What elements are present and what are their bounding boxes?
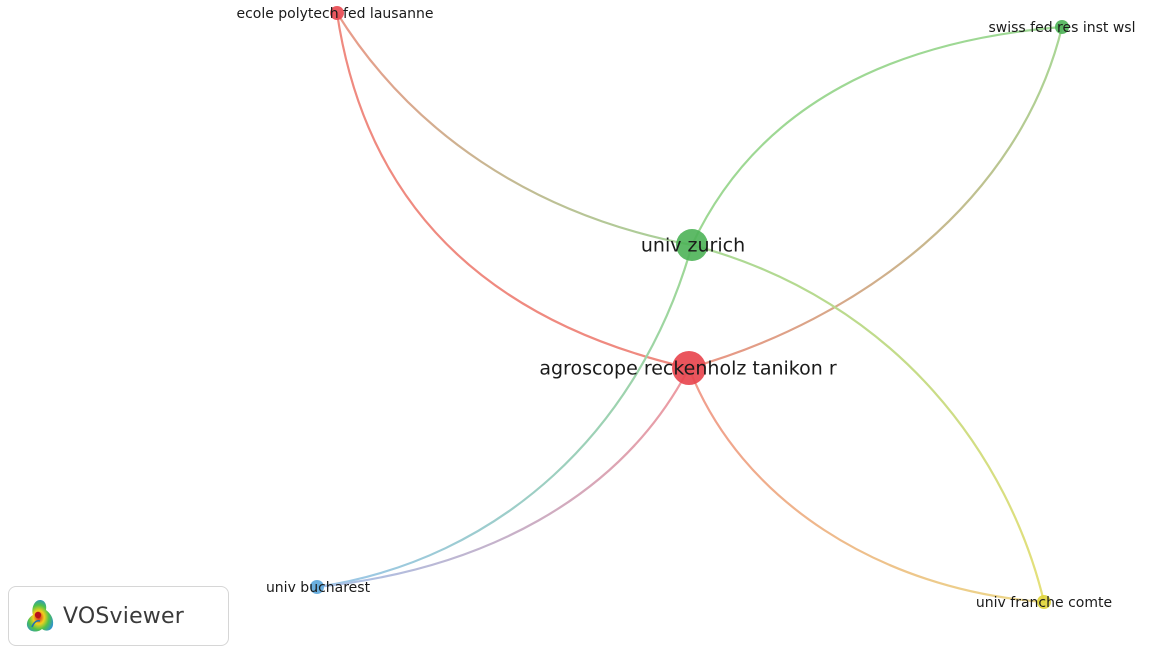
link-wsl-agroscope bbox=[687, 25, 1064, 370]
node-label-agroscope[interactable]: agroscope reckenholz tanikon r bbox=[539, 358, 836, 380]
vosviewer-logo[interactable]: VOSviewer bbox=[8, 586, 229, 646]
node-label-franche[interactable]: univ franche comte bbox=[976, 595, 1112, 611]
node-label-bucharest[interactable]: univ bucharest bbox=[266, 580, 371, 596]
node-epfl[interactable]: ecole polytech fed lausanne bbox=[236, 6, 434, 22]
node-wsl[interactable]: swiss fed res inst wsl bbox=[989, 20, 1136, 36]
network-nodes[interactable]: agroscope reckenholz tanikon r univ zuri… bbox=[236, 6, 1136, 611]
link-agroscope-franche bbox=[687, 366, 1046, 604]
link-zurich-wsl bbox=[690, 25, 1064, 247]
node-label-zurich[interactable]: univ zurich bbox=[641, 235, 745, 257]
link-zurich-bucharest bbox=[315, 243, 694, 589]
link-epfl-zurich bbox=[335, 11, 694, 247]
node-agroscope[interactable]: agroscope reckenholz tanikon r bbox=[539, 351, 837, 385]
network-links bbox=[315, 11, 1064, 604]
node-label-epfl[interactable]: ecole polytech fed lausanne bbox=[236, 6, 433, 22]
vosviewer-logo-icon bbox=[26, 600, 54, 632]
brand-name: VOSviewer bbox=[63, 603, 184, 629]
link-epfl-agroscope bbox=[335, 11, 691, 370]
link-zurich-franche bbox=[690, 243, 1046, 604]
node-franche[interactable]: univ franche comte bbox=[976, 595, 1112, 611]
node-zurich[interactable]: univ zurich bbox=[641, 229, 745, 261]
node-label-wsl[interactable]: swiss fed res inst wsl bbox=[989, 20, 1136, 36]
link-agroscope-bucharest bbox=[315, 366, 691, 589]
node-bucharest[interactable]: univ bucharest bbox=[266, 580, 371, 596]
